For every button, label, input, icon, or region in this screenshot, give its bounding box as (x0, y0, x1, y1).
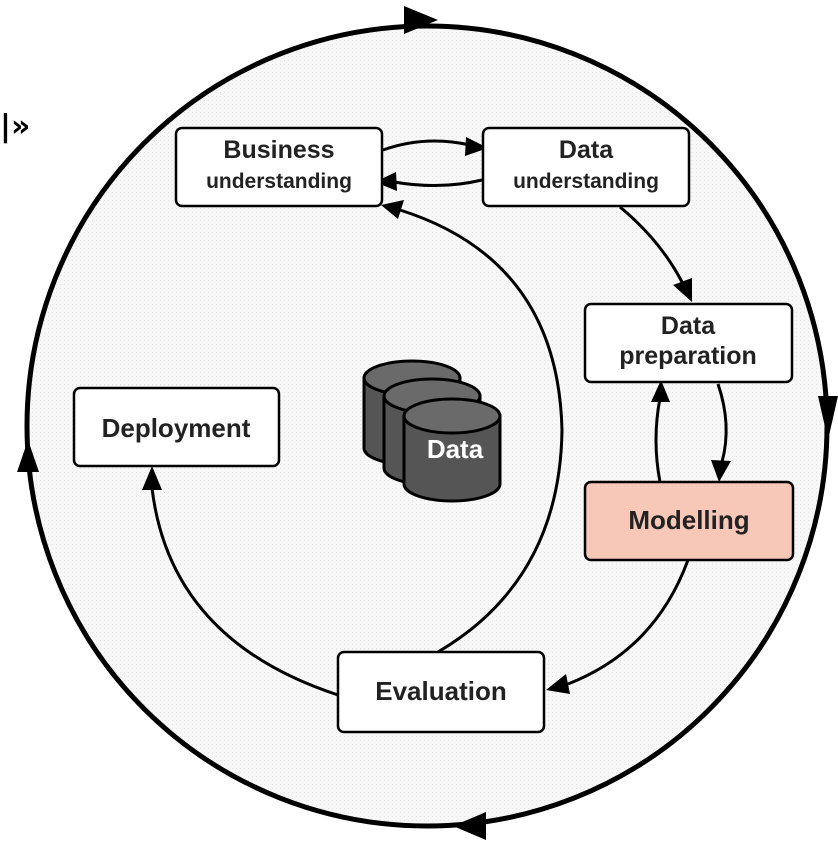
arrowhead-modelling-to-preparation (651, 380, 670, 402)
stage-business-understanding: Business understanding (174, 126, 384, 208)
arrow-data-understanding-to-business (393, 178, 483, 188)
arrowhead-evaluation-to-deployment (142, 466, 162, 490)
arrow-modelling-to-preparation (654, 397, 662, 483)
stage-data-understanding: Data understanding (481, 126, 691, 208)
database-label: Data (427, 434, 484, 464)
corner-glyph: |» (0, 109, 31, 144)
stage-modelling: Modelling (583, 480, 795, 562)
stage-evaluation: Evaluation (336, 650, 546, 734)
database-stack-icon (362, 359, 502, 503)
business-line2: understanding (206, 170, 352, 193)
arrow-modelling-to-evaluation (567, 559, 690, 686)
deployment-label: Deployment (102, 413, 251, 443)
outer-arrow-top (404, 6, 438, 34)
outer-arrow-bottom (453, 812, 486, 840)
data-preparation-line1: Data (661, 312, 716, 340)
stage-data-preparation: Data preparation (583, 302, 794, 384)
data-preparation-line2: preparation (619, 342, 757, 370)
arrowhead-modelling-to-evaluation (546, 674, 570, 694)
data-understanding-line1: Data (559, 136, 614, 164)
evaluation-label: Evaluation (375, 676, 506, 706)
database-cylinder-front (402, 397, 502, 503)
arrowhead-evaluation-to-business (381, 200, 404, 219)
arrow-preparation-to-modelling (716, 383, 728, 463)
arrowhead-data-understanding-to-preparation (673, 278, 692, 302)
arrowhead-data-understanding-to-business (375, 172, 397, 191)
data-understanding-line2: understanding (513, 170, 659, 193)
outer-arrow-left (17, 440, 39, 472)
arrow-evaluation-to-business (399, 208, 564, 654)
modelling-label: Modelling (628, 505, 749, 535)
arrow-data-understanding-to-preparation (619, 205, 684, 283)
arrow-evaluation-to-deployment (150, 487, 339, 697)
arrow-business-to-data-understanding (382, 139, 471, 152)
stage-deployment: Deployment (72, 386, 281, 468)
business-line1: Business (223, 136, 334, 164)
arrowhead-business-to-data-understanding (465, 137, 488, 156)
arrowhead-preparation-to-modelling (711, 460, 731, 482)
outer-arrow-right (818, 396, 838, 440)
